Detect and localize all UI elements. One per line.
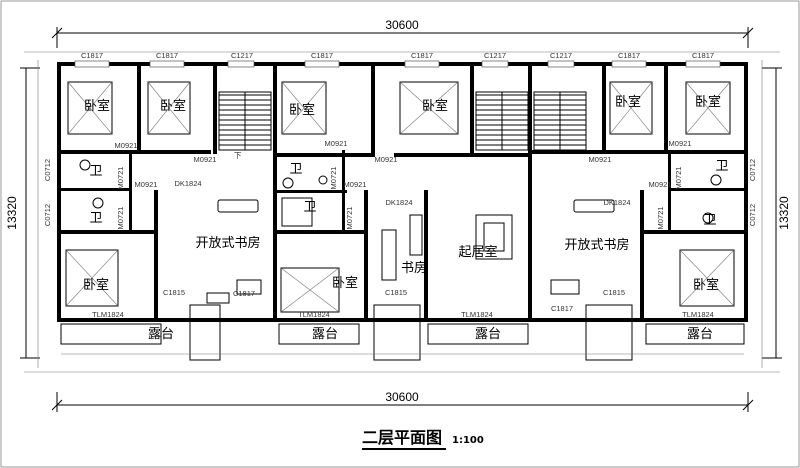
door-code: TLM1824: [461, 310, 493, 319]
bedroom-label: 卧室: [289, 102, 315, 118]
door-code: M0921: [589, 155, 612, 164]
door-code: M0921: [649, 180, 672, 189]
door-code: TLM1824: [298, 310, 330, 319]
bottom-width-label: 30600: [385, 390, 419, 404]
top-dimension: 30600: [24, 18, 780, 53]
balconies: [60, 304, 745, 361]
bottom-dimension: 30600: [24, 371, 780, 412]
open-study-label: 开放式书房: [564, 237, 629, 253]
right-depth-label: 13320: [777, 196, 791, 230]
door-code: M0921: [344, 180, 367, 189]
bedroom-label: 卧室: [83, 277, 109, 293]
bath-label: 卫: [303, 200, 316, 215]
window-code: C0712: [748, 204, 757, 226]
exterior-walls: [57, 60, 748, 322]
bedroom-label: 卧室: [695, 94, 721, 110]
terrace-label: 露台: [687, 327, 713, 342]
left-depth-label: 13320: [5, 196, 19, 230]
window-code: C1817: [551, 304, 573, 313]
open-study-label: 开放式书房: [195, 235, 260, 251]
terrace-label: 露台: [312, 327, 338, 342]
window-code: C1217: [484, 51, 506, 60]
window-code: C1817: [618, 51, 640, 60]
door-code: M0721: [116, 207, 125, 230]
bedroom-label: 卧室: [160, 98, 186, 114]
left-dimension: 13320: [5, 60, 40, 368]
bedroom-label: 卧室: [84, 98, 110, 114]
door-code: M0921: [194, 155, 217, 164]
window-code: C1815: [385, 288, 407, 297]
interior-walls: [61, 62, 744, 322]
bedroom-label: 卧室: [693, 277, 719, 293]
furniture: [79, 159, 722, 304]
opening-code: DK1824: [603, 198, 630, 207]
door-code: M0721: [656, 207, 665, 230]
staircase-right: [533, 91, 587, 151]
window-code: C1815: [603, 288, 625, 297]
bath-label: 卫: [715, 159, 728, 174]
window-code: C1217: [550, 51, 572, 60]
drawing-title: 二层平面图 1:100: [362, 428, 484, 450]
room-labels: 卧室 卧室 卧室 卧室 卧室 卧室 卧室 卧室 卧室 卫 卫 卫 卫 卫 卫 开…: [83, 94, 729, 342]
right-dimension: 13320: [761, 60, 791, 368]
terrace-label: 露台: [148, 327, 174, 342]
door-code: M0921: [375, 155, 398, 164]
window-code: C0712: [748, 159, 757, 181]
bath-label: 卫: [289, 162, 302, 177]
door-code: M0721: [674, 167, 683, 190]
window-code: C1817: [411, 51, 433, 60]
door-code: M0921: [115, 141, 138, 150]
window-code: C1815: [163, 288, 185, 297]
window-code: C1817: [692, 51, 714, 60]
bath-label: 卫: [89, 211, 102, 226]
window-code: C1217: [231, 51, 253, 60]
window-code: C0712: [43, 204, 52, 226]
window-code: C1817: [233, 289, 255, 298]
window-code: C0712: [43, 159, 52, 181]
beds: [65, 81, 735, 313]
top-width-label: 30600: [385, 18, 419, 32]
bath-label: 卫: [89, 164, 102, 179]
opening-code: DK1824: [385, 198, 412, 207]
bedroom-label: 卧室: [615, 94, 641, 110]
bath-label: 卫: [703, 213, 716, 228]
door-code: M0721: [345, 207, 354, 230]
living-room-label: 起居室: [458, 244, 497, 260]
door-code: M0921: [669, 139, 692, 148]
window-code: C1817: [311, 51, 333, 60]
door-code: M0721: [116, 167, 125, 190]
door-code: TLM1824: [92, 310, 124, 319]
door-code: M0921: [325, 139, 348, 148]
staircase-middle: [475, 91, 529, 151]
terrace-label: 露台: [475, 327, 501, 342]
window-code: C1817: [156, 51, 178, 60]
study-label: 书房: [401, 260, 427, 276]
bedroom-label: 卧室: [422, 98, 448, 114]
door-code: M0921: [135, 180, 158, 189]
door-code: TLM1824: [682, 310, 714, 319]
staircase-left: [218, 91, 272, 151]
scale-text: 1:100: [452, 435, 484, 446]
stair-mark: 下: [234, 151, 242, 160]
title-text: 二层平面图: [362, 428, 442, 447]
opening-code: DK1824: [174, 179, 201, 188]
bedroom-label: 卧室: [332, 275, 358, 291]
opening-codes: C1817 C1817 C1217 C1817 C1817 C1217 C121…: [43, 51, 757, 319]
door-code: M0721: [329, 167, 338, 190]
window-code: C1817: [81, 51, 103, 60]
